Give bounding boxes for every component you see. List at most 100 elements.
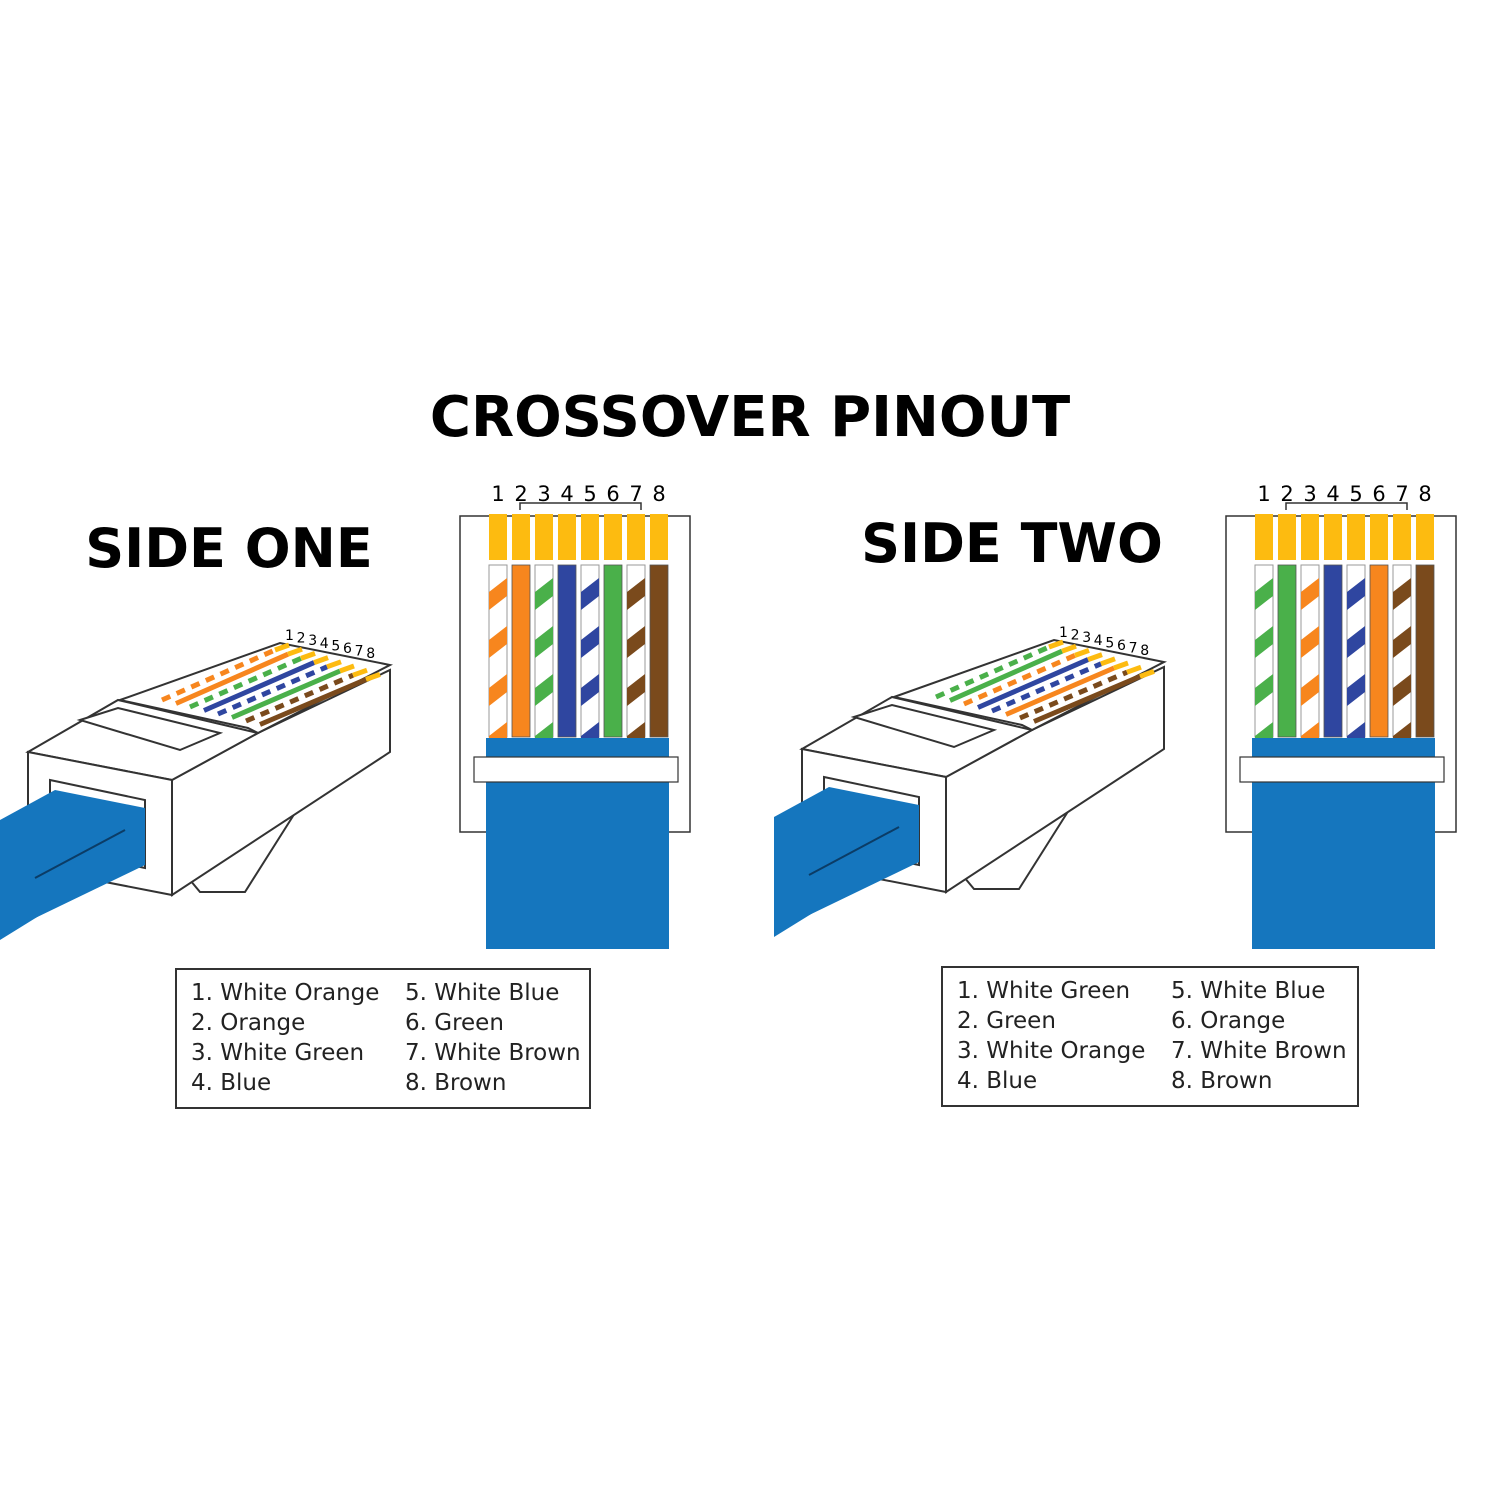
cable-entry xyxy=(0,790,145,935)
pin-number: 2 xyxy=(1280,482,1293,506)
pin-number: 4 xyxy=(320,636,329,652)
wire-stripe xyxy=(581,626,599,658)
gold-contact xyxy=(352,667,368,678)
wire-stripe xyxy=(1347,578,1365,610)
boot-opening xyxy=(850,703,998,749)
wire-stripe xyxy=(1393,674,1411,706)
wire-stripe xyxy=(581,674,599,706)
gold-contact xyxy=(1074,648,1090,658)
pin-number: 8 xyxy=(652,482,665,506)
legend-item: 1. White Orange xyxy=(191,980,380,1006)
legend-item: 4. Blue xyxy=(957,1068,1038,1094)
gold-contact xyxy=(604,514,622,560)
pin-number: 6 xyxy=(606,482,619,506)
wire-stripe xyxy=(627,674,645,706)
pin-number: 2 xyxy=(514,482,527,506)
gold-contact xyxy=(300,651,316,661)
pin-number: 3 xyxy=(1082,630,1091,646)
wire-stripe xyxy=(581,578,599,610)
legend-item: 1. White Green xyxy=(957,978,1131,1004)
side-two-label: SIDE TWO xyxy=(861,512,1163,575)
legend-row: 4. Blue 8. Brown xyxy=(957,1068,1347,1098)
wire-stripe xyxy=(535,674,553,706)
wire-6 xyxy=(603,564,623,738)
legend-item: 2. Orange xyxy=(191,1010,306,1036)
wire-stripe xyxy=(991,661,1102,714)
wire-stripe xyxy=(627,578,645,610)
wire-8 xyxy=(259,677,367,727)
pin-number: 2 xyxy=(1071,628,1080,644)
wire-6 xyxy=(231,668,341,720)
pin-number: 4 xyxy=(1094,633,1103,649)
legend-row: 4. Blue 8. Brown xyxy=(191,1070,581,1100)
wire-stripe xyxy=(934,644,1051,700)
boot-opening xyxy=(76,706,224,752)
pin-number: 4 xyxy=(1326,482,1339,506)
gold-contact xyxy=(1370,514,1388,560)
legend-item: 2. Green xyxy=(957,1008,1056,1034)
pin-number: 5 xyxy=(331,638,340,654)
gold-contact xyxy=(1126,664,1142,675)
pin-number: 8 xyxy=(1418,482,1431,506)
wire-2 xyxy=(511,564,531,738)
wire-stripe xyxy=(217,664,328,717)
pin-number: 6 xyxy=(1117,638,1126,654)
wire-stripe xyxy=(188,656,303,710)
pin-number: 7 xyxy=(355,644,364,660)
gold-contact xyxy=(1278,514,1296,560)
gold-contact xyxy=(365,672,381,682)
gold-contact xyxy=(1255,514,1273,560)
pin-number: 1 xyxy=(491,482,504,506)
pin-number: 3 xyxy=(1303,482,1316,506)
gold-contact xyxy=(1113,660,1129,671)
wire-stripe xyxy=(962,653,1077,707)
gold-contact xyxy=(313,655,329,665)
wire-stripe xyxy=(489,626,507,658)
gold-contact xyxy=(627,514,645,560)
legend-row: 3. White Orange 7. White Brown xyxy=(957,1038,1347,1068)
gold-contact xyxy=(535,514,553,560)
pin-number: 1 xyxy=(285,628,294,644)
gold-contact xyxy=(1347,514,1365,560)
pin-number: 4 xyxy=(560,482,573,506)
gold-contact xyxy=(1061,643,1077,654)
side-two-legend: 1. White Green 5. White Blue 2. Green 6.… xyxy=(941,966,1359,1107)
pin-bracket xyxy=(1285,502,1408,510)
gold-contact xyxy=(287,646,303,657)
side-one-legend: 1. White Orange 5. White Blue 2. Orange … xyxy=(175,968,591,1109)
gold-contact xyxy=(339,663,355,674)
wire-stripe xyxy=(1255,626,1273,658)
wire-4 xyxy=(977,657,1089,710)
cable-entry xyxy=(774,787,919,932)
wire-8 xyxy=(1033,674,1141,724)
crimp-bar xyxy=(1239,756,1445,783)
wire-stripe xyxy=(1347,674,1365,706)
wire-stripe xyxy=(627,626,645,658)
pin-number: 8 xyxy=(366,646,375,662)
pin-number: 6 xyxy=(1372,482,1385,506)
cable-line xyxy=(808,826,900,876)
legend-item: 4. Blue xyxy=(191,1070,272,1096)
gold-contact xyxy=(1301,514,1319,560)
pin-number: 3 xyxy=(537,482,550,506)
legend-row: 1. White Orange 5. White Blue xyxy=(191,980,581,1010)
side-one-label: SIDE ONE xyxy=(85,517,372,580)
wire-4 xyxy=(557,564,577,738)
wire-stripe xyxy=(1255,578,1273,610)
gold-contact xyxy=(326,659,342,670)
gold-contact xyxy=(274,642,290,653)
pin-number: 5 xyxy=(1349,482,1362,506)
legend-item: 6. Orange xyxy=(1171,1008,1286,1034)
pin-number: 3 xyxy=(308,633,317,649)
wire-stripe xyxy=(1019,669,1128,721)
pin-bracket xyxy=(519,502,642,510)
legend-item: 3. White Orange xyxy=(957,1038,1146,1064)
legend-item: 5. White Blue xyxy=(1171,978,1326,1004)
wire-stripe xyxy=(1301,674,1319,706)
wire-stripe xyxy=(1393,626,1411,658)
gold-contact xyxy=(650,514,668,560)
